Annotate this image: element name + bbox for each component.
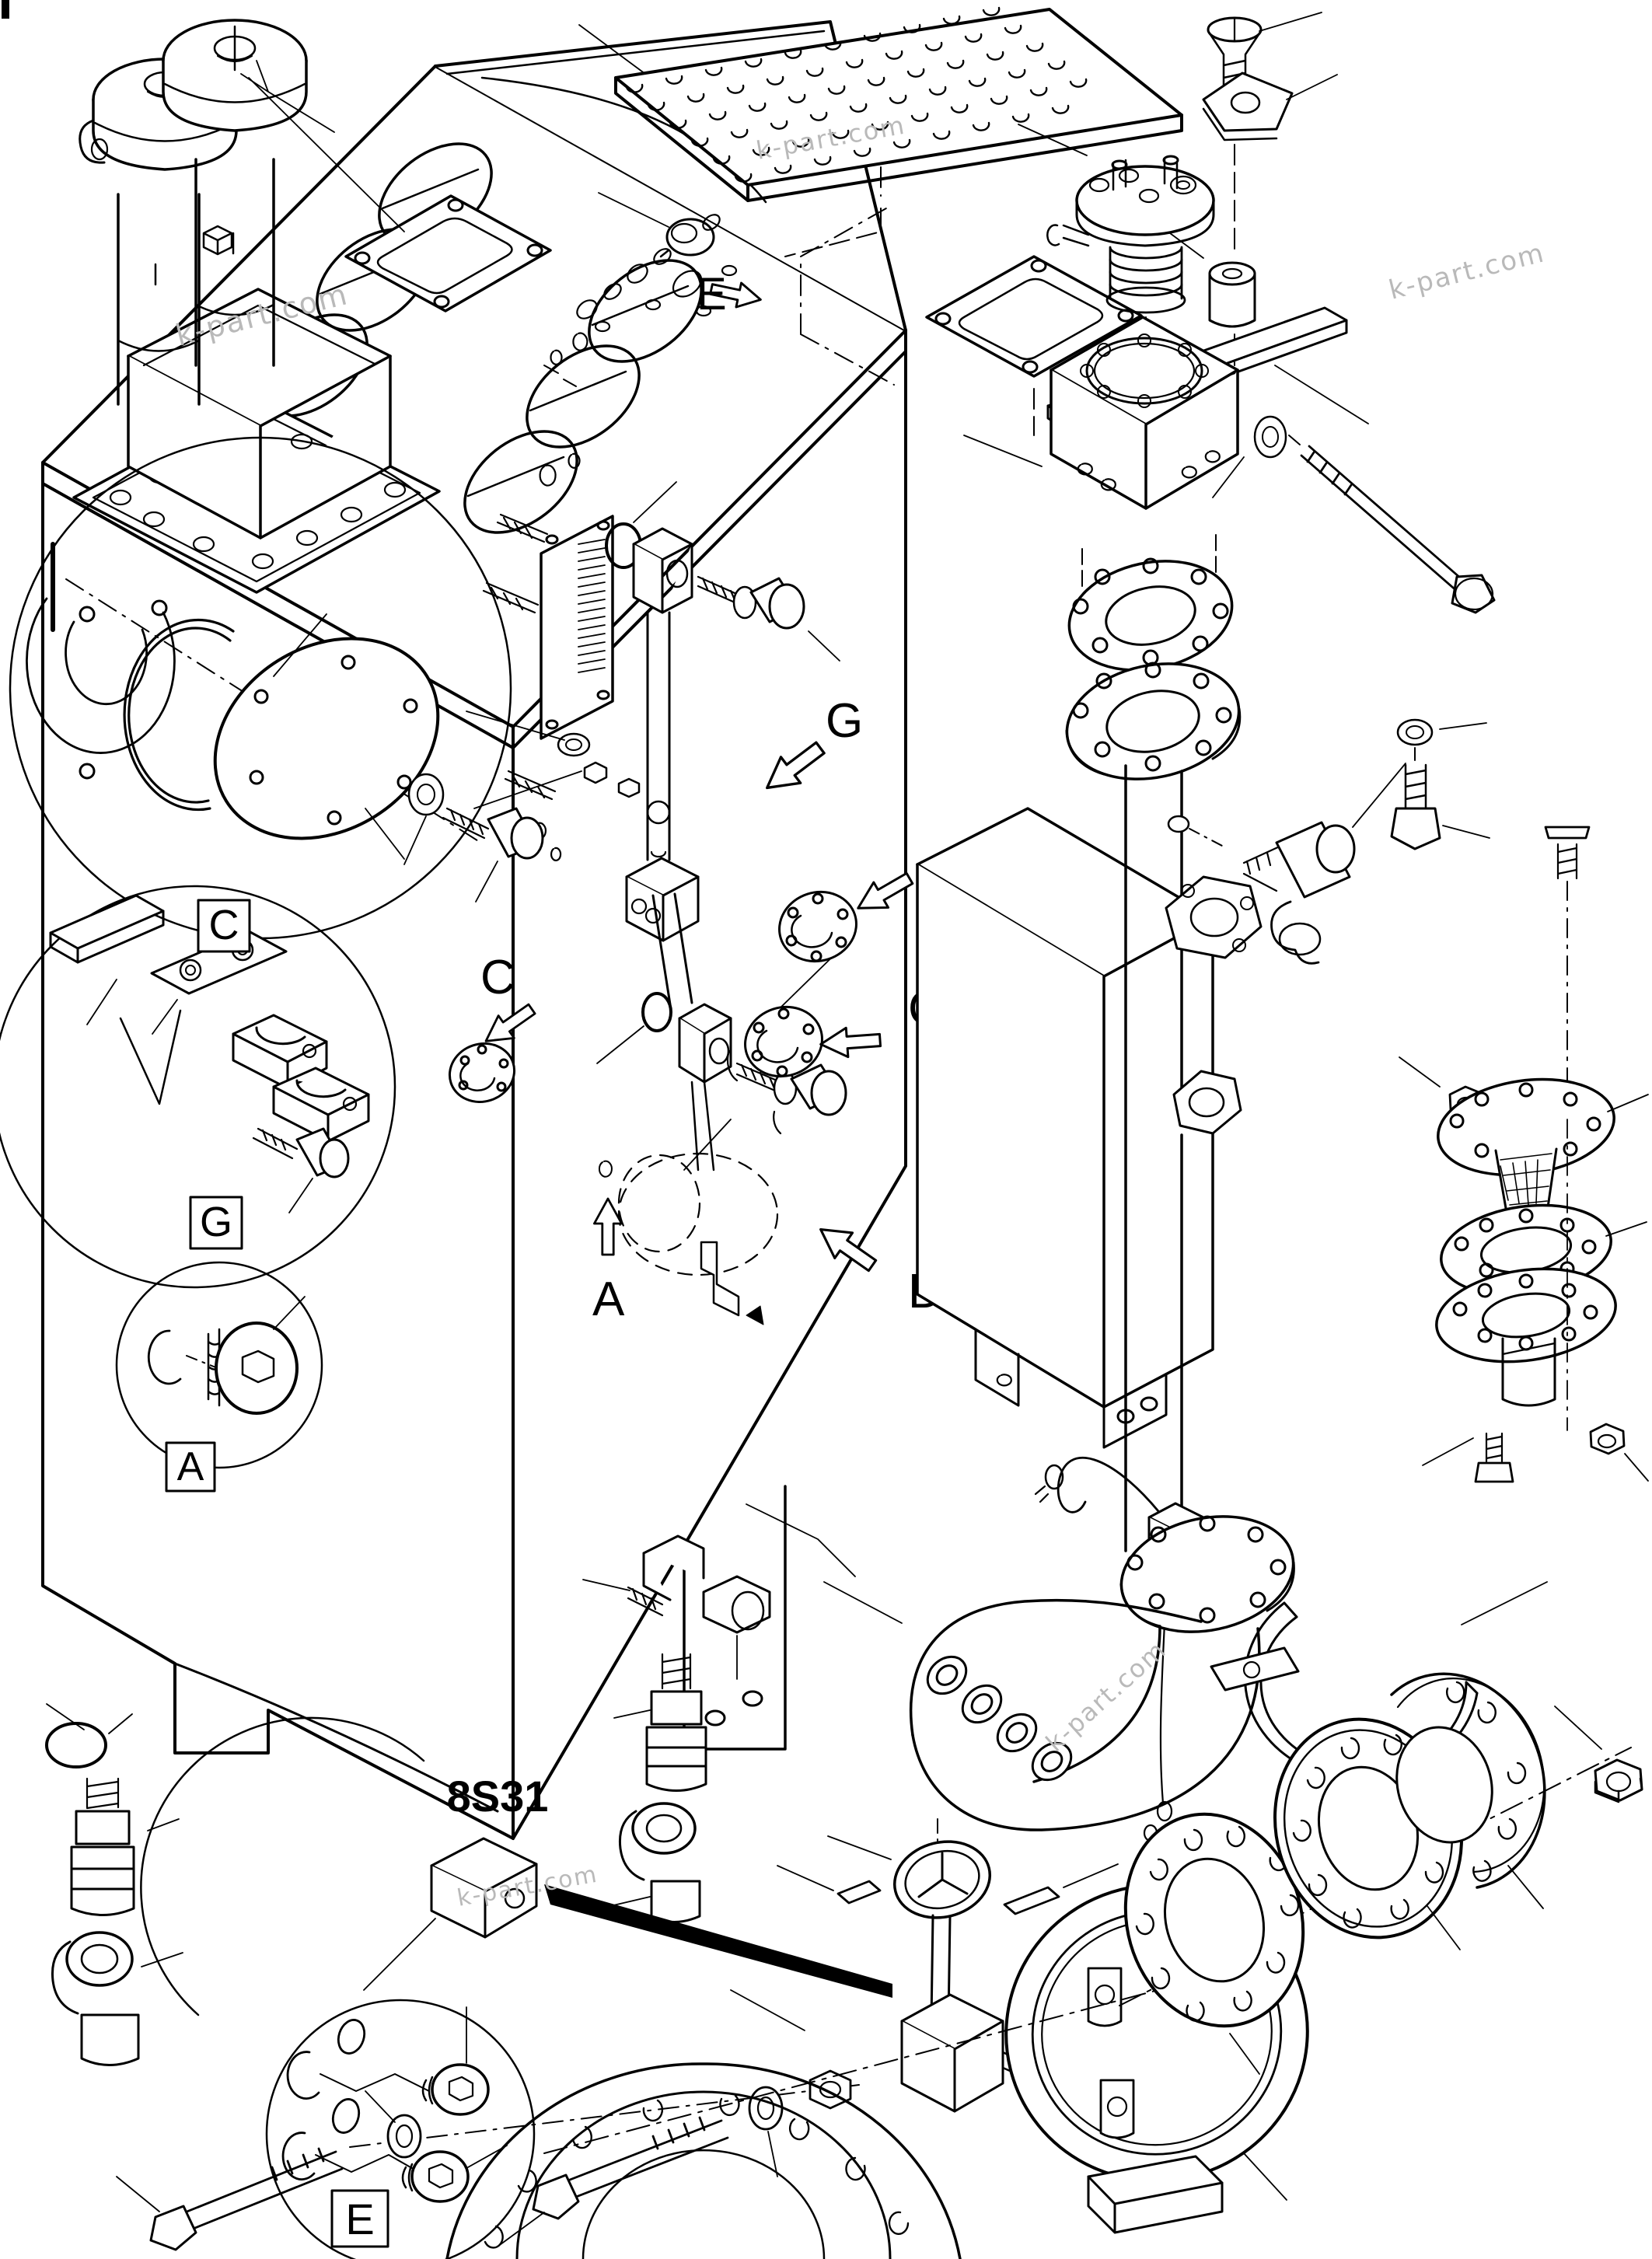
callout-a: A [592, 1273, 625, 1326]
return-manifold [746, 1503, 1203, 1782]
sensor-code-label: 8S31 [447, 1772, 549, 1821]
watermark-top-right: k-part.com [1386, 237, 1549, 306]
outlet-flange-stack [1119, 1672, 1643, 2075]
outlet-flange-rear [1390, 1672, 1546, 1909]
valve-body [900, 1993, 1036, 2113]
box-label-a: A [177, 1444, 204, 1489]
long-bolt-2 [497, 2116, 729, 2247]
tread-plate [578, 6, 1183, 202]
watermark-mid-right: k-part.com [1040, 1635, 1172, 1758]
detail-circle-e [265, 1999, 536, 2259]
dust-cap-left [51, 1931, 183, 2066]
callout-g: G [826, 694, 863, 748]
detail-circle-c [9, 436, 544, 940]
level-gauge-assembly [466, 481, 848, 1325]
port-plug-2 [401, 2145, 508, 2203]
drain-plug [207, 1296, 306, 1415]
pipe-top-flange [1065, 662, 1242, 780]
pipe-bottom-flange [1119, 1515, 1295, 1633]
spring [1105, 246, 1186, 314]
port-hole-cluster [543, 214, 738, 387]
valve-mount-flange [445, 2062, 962, 2259]
callout-arrows-and-flanges: E G C C A D [448, 269, 943, 1326]
flange-c2 [744, 1005, 823, 1078]
special-nut [1202, 72, 1338, 141]
strainer-basket [1437, 1077, 1649, 1220]
arrow-c2 [818, 1024, 882, 1060]
banjo-bolt-top [697, 575, 840, 662]
detail-c-bolt [442, 807, 544, 903]
flange-c3 [448, 1042, 516, 1104]
cover-plate [248, 77, 552, 312]
pipe-port-boss [1165, 875, 1263, 959]
outlet-nut [1554, 1706, 1643, 1803]
temperature-sensor [1034, 1456, 1205, 1842]
cover-gasket [800, 208, 1143, 436]
detail-circle-a [115, 1261, 323, 1469]
breather-housing [963, 316, 1239, 510]
port-plug-1 [421, 2006, 490, 2116]
page-corner-mark [2, 0, 9, 19]
pointer-arrow-8s31 [544, 1884, 892, 1998]
dust-cap [599, 1802, 701, 1923]
flange-c1 [778, 890, 857, 963]
box-label-e: E [345, 2194, 374, 2243]
spacer-bushing [1169, 232, 1256, 328]
long-bolt [1300, 445, 1496, 614]
bottom-mount-hardware [116, 2062, 962, 2259]
box-label-g: G [200, 1199, 232, 1245]
clamp-halves [232, 1014, 370, 1143]
left-coupler-stack [45, 1703, 183, 2066]
elbow-adapter-coupler [582, 1535, 771, 1923]
banjo-bolt-bottom [683, 941, 848, 1171]
arrow-a [593, 1197, 623, 1256]
outlet-gasket [1123, 1812, 1305, 2075]
tread-pattern [625, 6, 1088, 183]
box-label-c: C [209, 902, 239, 948]
breather-filler-assembly [963, 124, 1496, 614]
s31-sensor-detail: 8S31 [140, 1716, 892, 2016]
callout-c-left: C [480, 951, 515, 1004]
arrow-g [756, 733, 832, 802]
strainer-assembly [1399, 826, 1649, 1483]
side-column-panel [916, 807, 1214, 1449]
t-handle [827, 1835, 992, 1919]
callout-e-top: E [697, 269, 727, 319]
small-plug [598, 192, 715, 258]
pump-mount-and-breathers [72, 19, 441, 594]
long-bolt-1 [116, 2147, 344, 2251]
suction-pipe-assembly [911, 534, 1548, 1842]
test-coupler [1242, 763, 1406, 965]
